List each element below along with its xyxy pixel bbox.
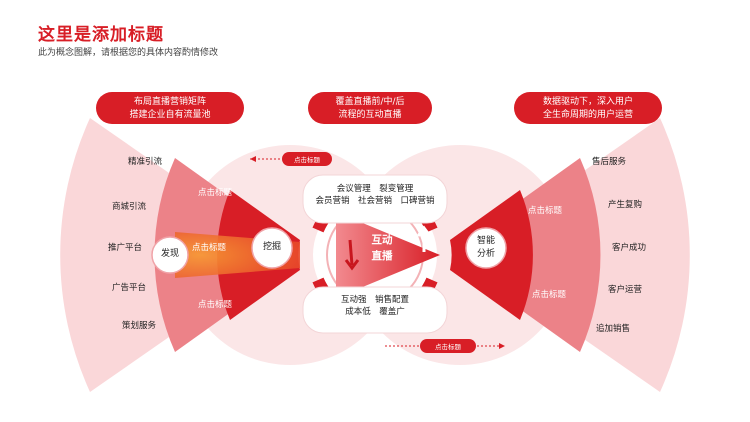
center-bottom-box	[302, 286, 448, 334]
top-pill-2-line2: 流程的互动直播	[338, 110, 402, 120]
top-pill-1	[96, 92, 244, 124]
core-down-arrow-icon	[344, 239, 360, 271]
top-pill-1-text: 布局直播营销矩阵 搭建企业自有流量池	[96, 96, 244, 122]
discover-label: 发现	[160, 249, 179, 259]
center-top-line2: 会员营销 社会营销 口碑营销	[315, 196, 435, 206]
center-bottom-text: 互动强 销售配置 成本低 覆盖广	[303, 294, 447, 318]
top-pill-3	[514, 92, 662, 124]
center-bottom-line1: 互动强 销售配置	[340, 295, 409, 305]
core-line2: 直播	[371, 250, 393, 262]
top-pill-2-text: 覆盖直播前/中/后 流程的互动直播	[308, 96, 432, 122]
top-pill-3-line2: 全生命周期的用户运营	[542, 110, 633, 120]
top-pill-3-line1: 数据驱动下，深入用户	[542, 97, 633, 107]
small-pill-top	[282, 152, 332, 166]
small-pill-bottom-label[interactable]: 点击标题	[435, 343, 461, 351]
page-subtitle: 此为概念图解，请根据您的具体内容酌情修改	[38, 48, 219, 58]
left-outer-item: 推广平台	[108, 243, 143, 253]
left-mid-item[interactable]: 点击标题	[198, 188, 233, 198]
mine-circle	[251, 227, 293, 269]
core-play-triangle	[336, 212, 440, 298]
small-pill-bottom	[420, 339, 476, 353]
right-outer-item: 产生复购	[608, 200, 643, 210]
left-outer-item: 商城引流	[112, 202, 147, 212]
analysis-circle	[465, 227, 507, 269]
right-outer-item: 客户运营	[608, 285, 643, 295]
right-outer-item: 追加销售	[596, 324, 631, 334]
core-label: 互动 直播	[355, 232, 409, 264]
center-top-box	[302, 174, 448, 224]
analysis-line1: 智能	[476, 236, 495, 246]
left-outer-item: 精准引流	[128, 157, 163, 167]
top-pill-1-line1: 布局直播营销矩阵	[133, 97, 206, 107]
top-pill-2	[308, 92, 432, 124]
right-fan-mid	[510, 158, 601, 352]
left-mid-item[interactable]: 点击标题	[198, 300, 233, 310]
arrow-head-top-icon	[250, 156, 256, 162]
left-outer-item: 策划服务	[122, 321, 157, 331]
left-outer-item: 广告平台	[112, 283, 147, 293]
top-pill-3-text: 数据驱动下，深入用户 全生命周期的用户运营	[514, 96, 662, 122]
center-bottom-line2: 成本低 覆盖广	[345, 307, 405, 317]
analysis-line2: 分析	[476, 249, 495, 259]
mine-label: 挖掘	[262, 242, 281, 252]
center-top-text: 会议管理 裂变管理 会员营销 社会营销 口碑营销	[303, 183, 447, 207]
arrow-head-bottom-icon	[499, 343, 505, 349]
analysis-label: 智能 分析	[466, 235, 506, 261]
top-pill-2-line1: 覆盖直播前/中/后	[335, 97, 405, 107]
right-outer-item: 客户成功	[612, 243, 647, 253]
page-title: 这里是添加标题	[38, 25, 164, 45]
right-outer-item: 售后服务	[592, 157, 627, 167]
top-pill-1-line2: 搭建企业自有流量池	[129, 110, 211, 120]
small-pill-top-label[interactable]: 点击标题	[294, 156, 320, 164]
right-mid-item[interactable]: 点击标题	[528, 206, 563, 216]
core-up-arrow-icon	[416, 225, 432, 252]
discover-circle	[151, 236, 189, 274]
right-mid-item[interactable]: 点击标题	[532, 290, 567, 300]
center-top-line1: 会议管理 裂变管理	[336, 184, 414, 194]
core-line1: 互动	[371, 234, 393, 246]
left-mid-item[interactable]: 点击标题	[192, 243, 227, 253]
